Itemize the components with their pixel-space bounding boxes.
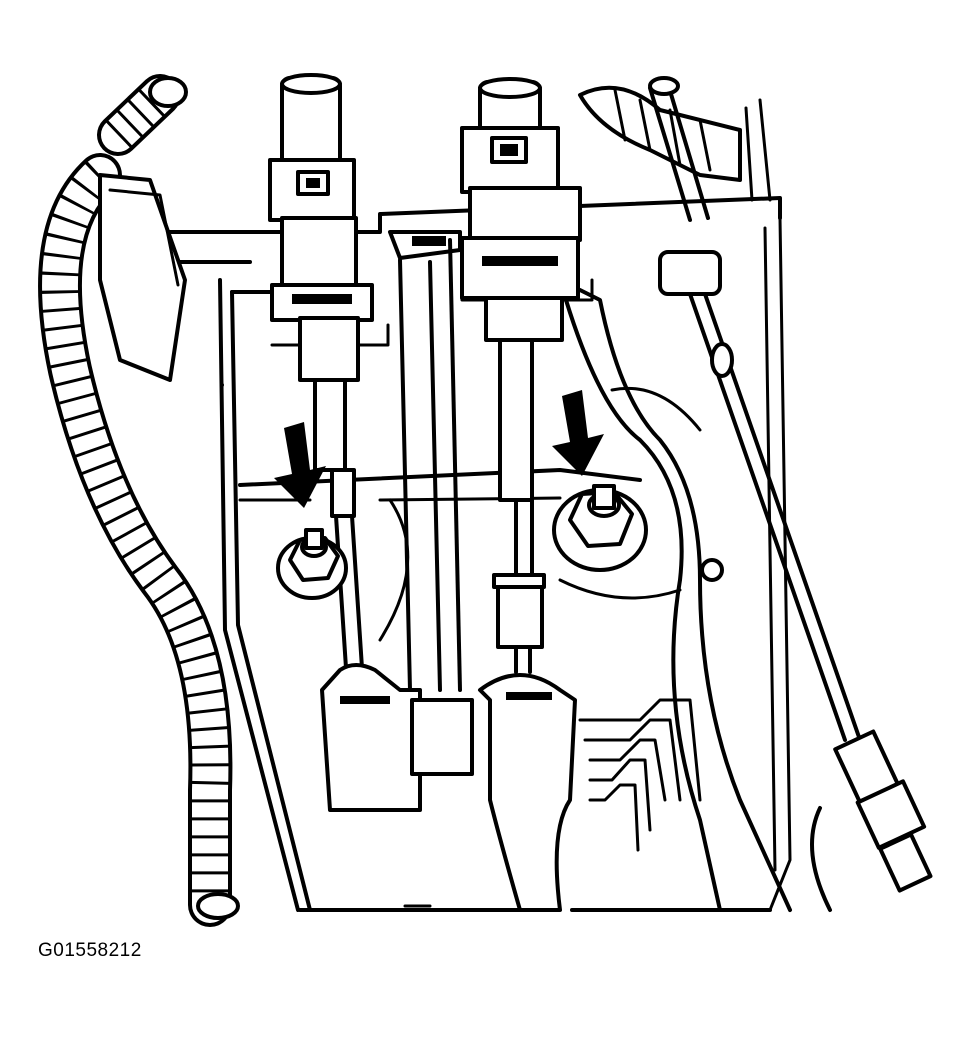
- center-rods: [388, 230, 462, 692]
- right-curved-arm: [564, 288, 792, 912]
- arrow-down-icon: [552, 390, 604, 476]
- left-bracket-plate: [98, 173, 187, 382]
- routing-lines: [578, 698, 702, 852]
- nut-icon: [552, 484, 648, 572]
- upper-right-hoses: [578, 76, 742, 222]
- left-wire-harness: [38, 74, 240, 927]
- nut-icon: [276, 528, 348, 600]
- right-switch-assembly: [460, 77, 594, 674]
- arrow-down-icon: [274, 422, 326, 508]
- right-cable: [658, 250, 933, 912]
- left-switch-assembly: [268, 73, 390, 670]
- figure-id-label: G01558212: [38, 940, 142, 961]
- bracket-frame: [158, 98, 792, 912]
- lower-connectors: [320, 663, 577, 912]
